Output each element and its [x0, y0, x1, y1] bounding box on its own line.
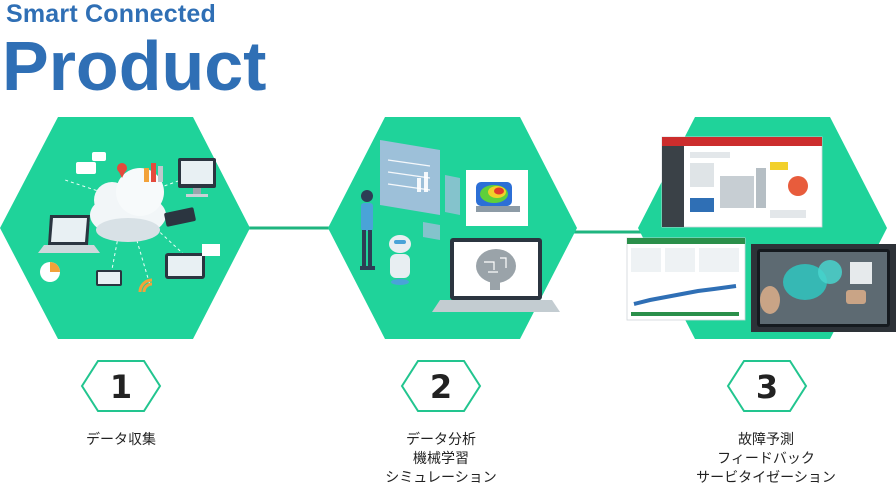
step-label-line: サービタイゼーション	[696, 470, 836, 486]
simulation-thumbnail	[466, 170, 528, 226]
step-label-3: 故障予測 フィードバック サービタイゼーション	[656, 431, 876, 488]
step-badge-3: 3	[726, 360, 808, 412]
robot-figure	[389, 235, 411, 285]
bar-chart-icon	[144, 163, 163, 182]
step-label-line: データ収集	[86, 432, 156, 448]
analysis-illustration	[360, 140, 560, 312]
step-number-2: 2	[430, 368, 452, 406]
keyboard-icon	[164, 207, 196, 227]
ar-tablet-photo	[751, 244, 896, 332]
tablet-icon	[165, 253, 205, 279]
step-label-line: 故障予測	[738, 432, 794, 448]
step-label-1: データ収集	[11, 431, 231, 450]
step-badge-1: 1	[80, 360, 162, 412]
step-label-line: 機械学習	[413, 451, 469, 467]
mail-icon	[202, 244, 220, 256]
subtitle: Smart Connected	[6, 0, 216, 28]
step-badge-2: 2	[400, 360, 482, 412]
laptop-icon	[38, 215, 100, 253]
dashboard-screenshot-top	[661, 136, 823, 228]
step-label-line: フィードバック	[717, 451, 815, 467]
wifi-icon	[138, 278, 153, 293]
phone-icon	[96, 270, 122, 286]
step-number-1: 1	[110, 368, 132, 406]
laptop-ai-brain-icon	[432, 238, 560, 312]
chat-bubble-icon	[76, 152, 106, 174]
page-title: Product	[2, 27, 267, 105]
cloud-icon	[90, 168, 166, 242]
dashboards-illustration	[626, 136, 896, 332]
person-figure	[360, 190, 375, 270]
pie-chart-icon	[40, 262, 60, 282]
dashboard-screenshot-bottom	[626, 237, 746, 321]
hologram-chart-panel	[380, 140, 460, 240]
step-label-line: シミュレーション	[385, 470, 497, 486]
step-number-3: 3	[756, 368, 778, 406]
step-label-line: データ分析	[406, 432, 476, 448]
step-label-2: データ分析 機械学習 シミュレーション	[331, 431, 551, 488]
cloud-devices-illustration	[38, 152, 220, 293]
monitor-icon	[178, 158, 216, 197]
location-pin-icon	[117, 163, 127, 178]
